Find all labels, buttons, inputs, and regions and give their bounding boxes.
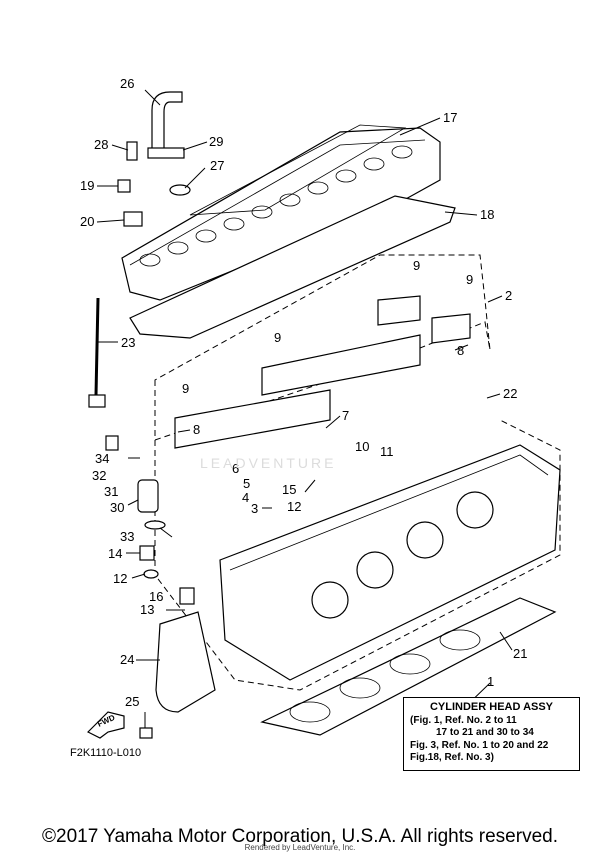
bolt-16 [179, 587, 195, 605]
callout: 6 [232, 461, 239, 476]
bolt-34 [105, 435, 119, 451]
callout: 9 [413, 258, 420, 273]
callout: 26 [120, 76, 134, 91]
camshaft-caps [174, 295, 471, 449]
callout: 1 [487, 674, 494, 689]
callout: 17 [443, 110, 457, 125]
callout: 16 [149, 589, 163, 604]
callout: 25 [125, 694, 139, 709]
callout: 18 [480, 207, 494, 222]
part-30 [137, 479, 159, 513]
cover-gasket [129, 195, 456, 339]
callout: 28 [94, 137, 108, 152]
callout: 3 [251, 501, 258, 516]
callout: 2 [505, 288, 512, 303]
assy-line: Fig. 3, Ref. No. 1 to 20 and 22 [410, 739, 549, 751]
callout: 15 [282, 482, 296, 497]
callout: 23 [121, 335, 135, 350]
callout: 27 [210, 158, 224, 173]
callout: 21 [513, 646, 527, 661]
pipe-flange [147, 147, 185, 159]
washer-12 [143, 569, 159, 579]
callout: 19 [80, 178, 94, 193]
callout: 24 [120, 652, 134, 667]
callout: 34 [95, 451, 109, 466]
callout: 20 [80, 214, 94, 229]
callout: 29 [209, 134, 223, 149]
fwd-arrow: FWD [86, 711, 125, 739]
assy-line: Fig.18, Ref. No. 3) [410, 752, 494, 763]
assy-line: 17 to 21 and 30 to 34 [436, 727, 534, 738]
callout: 9 [182, 381, 189, 396]
callout: 14 [108, 546, 122, 561]
callout: 5 [243, 476, 250, 491]
figure-code: F2K1110-L010 [70, 747, 142, 759]
callout-numbers: 26 17 28 29 27 19 18 20 2 9 9 23 9 8 9 2… [80, 76, 527, 709]
rendered-by-note: Rendered by LeadVenture, Inc. [244, 843, 356, 852]
oring-33 [144, 520, 166, 530]
bolt-23-head [88, 394, 106, 408]
part-14 [139, 545, 155, 561]
bolt-25 [139, 727, 153, 739]
callout: 8 [193, 422, 200, 437]
callout: 10 [355, 439, 369, 454]
callout: 33 [120, 529, 134, 544]
leader-lines [96, 89, 513, 728]
breather-pipe [151, 91, 183, 151]
copyright-notice: ©2017 Yamaha Motor Corporation, U.S.A. A… [42, 826, 558, 847]
callout: 22 [503, 386, 517, 401]
valve-cover [121, 124, 441, 301]
callout: 11 [380, 444, 394, 459]
cylinder-head [219, 444, 561, 681]
callout: 8 [457, 343, 464, 358]
callout: 13 [140, 602, 154, 617]
callout: 31 [104, 484, 118, 499]
head-gasket [260, 597, 557, 736]
grommet-20 [123, 211, 143, 227]
assy-title: CYLINDER HEAD ASSY [429, 701, 554, 713]
callout: 12 [287, 499, 301, 514]
callout: 9 [466, 272, 473, 287]
bolt-28 [126, 141, 138, 161]
watermark: LEADVENTURE [200, 455, 337, 471]
callout: 9 [274, 330, 281, 345]
bolt-19 [117, 179, 131, 193]
callout: 30 [110, 500, 124, 515]
callout: 12 [113, 571, 127, 586]
cylinder-head-assy-note: CYLINDER HEAD ASSY (Fig. 1, Ref. No. 2 t… [403, 697, 580, 771]
long-bolt-23 [94, 297, 100, 396]
callout: 7 [342, 408, 349, 423]
assy-line: (Fig. 1, Ref. No. 2 to 11 [410, 714, 517, 726]
bracket-24 [155, 611, 216, 713]
callout: 4 [242, 490, 249, 505]
callout: 32 [92, 468, 106, 483]
